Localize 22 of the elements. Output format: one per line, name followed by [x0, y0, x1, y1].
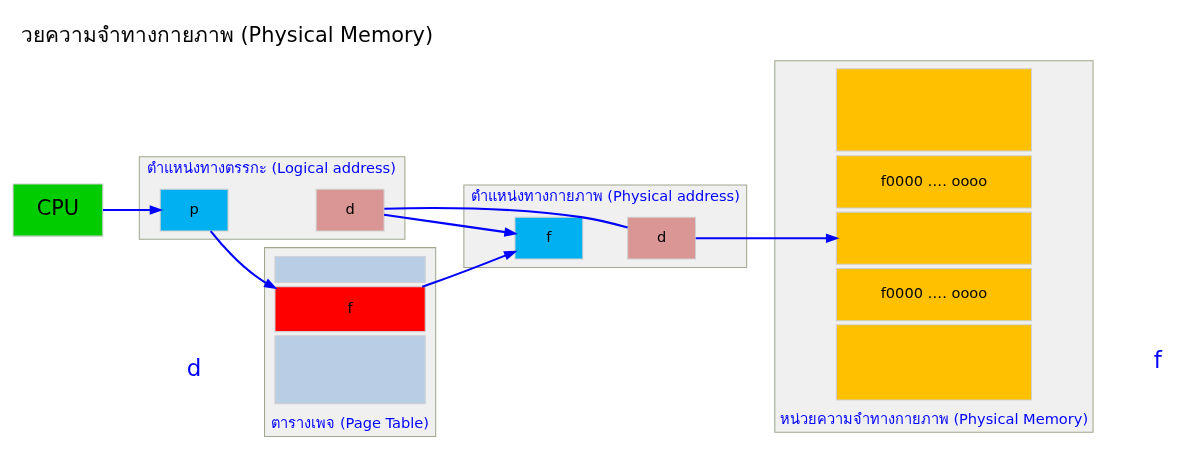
node-box: d — [315, 188, 385, 232]
arrow — [102, 205, 164, 215]
node-box: d — [627, 216, 696, 260]
node-box: f0000 …. oooo — [835, 155, 1032, 209]
label: f — [1153, 347, 1162, 374]
node-box: f — [274, 286, 426, 333]
diagram-title: วยความจำทางกายภาพ (Physical Memory) — [20, 23, 434, 48]
node-box: p — [159, 188, 229, 232]
arrow — [209, 230, 278, 290]
node-box — [274, 255, 426, 284]
connector — [384, 207, 628, 229]
node-box — [274, 335, 426, 405]
node-box — [835, 211, 1032, 265]
node-box: f — [514, 216, 584, 260]
node-box: f0000 …. oooo — [835, 267, 1032, 322]
node-box — [835, 324, 1032, 401]
arrow — [383, 213, 518, 237]
arrow — [421, 250, 518, 288]
label: d — [186, 354, 202, 381]
node-box — [835, 68, 1032, 152]
node-box: CPU — [12, 183, 104, 237]
arrow — [695, 233, 840, 243]
